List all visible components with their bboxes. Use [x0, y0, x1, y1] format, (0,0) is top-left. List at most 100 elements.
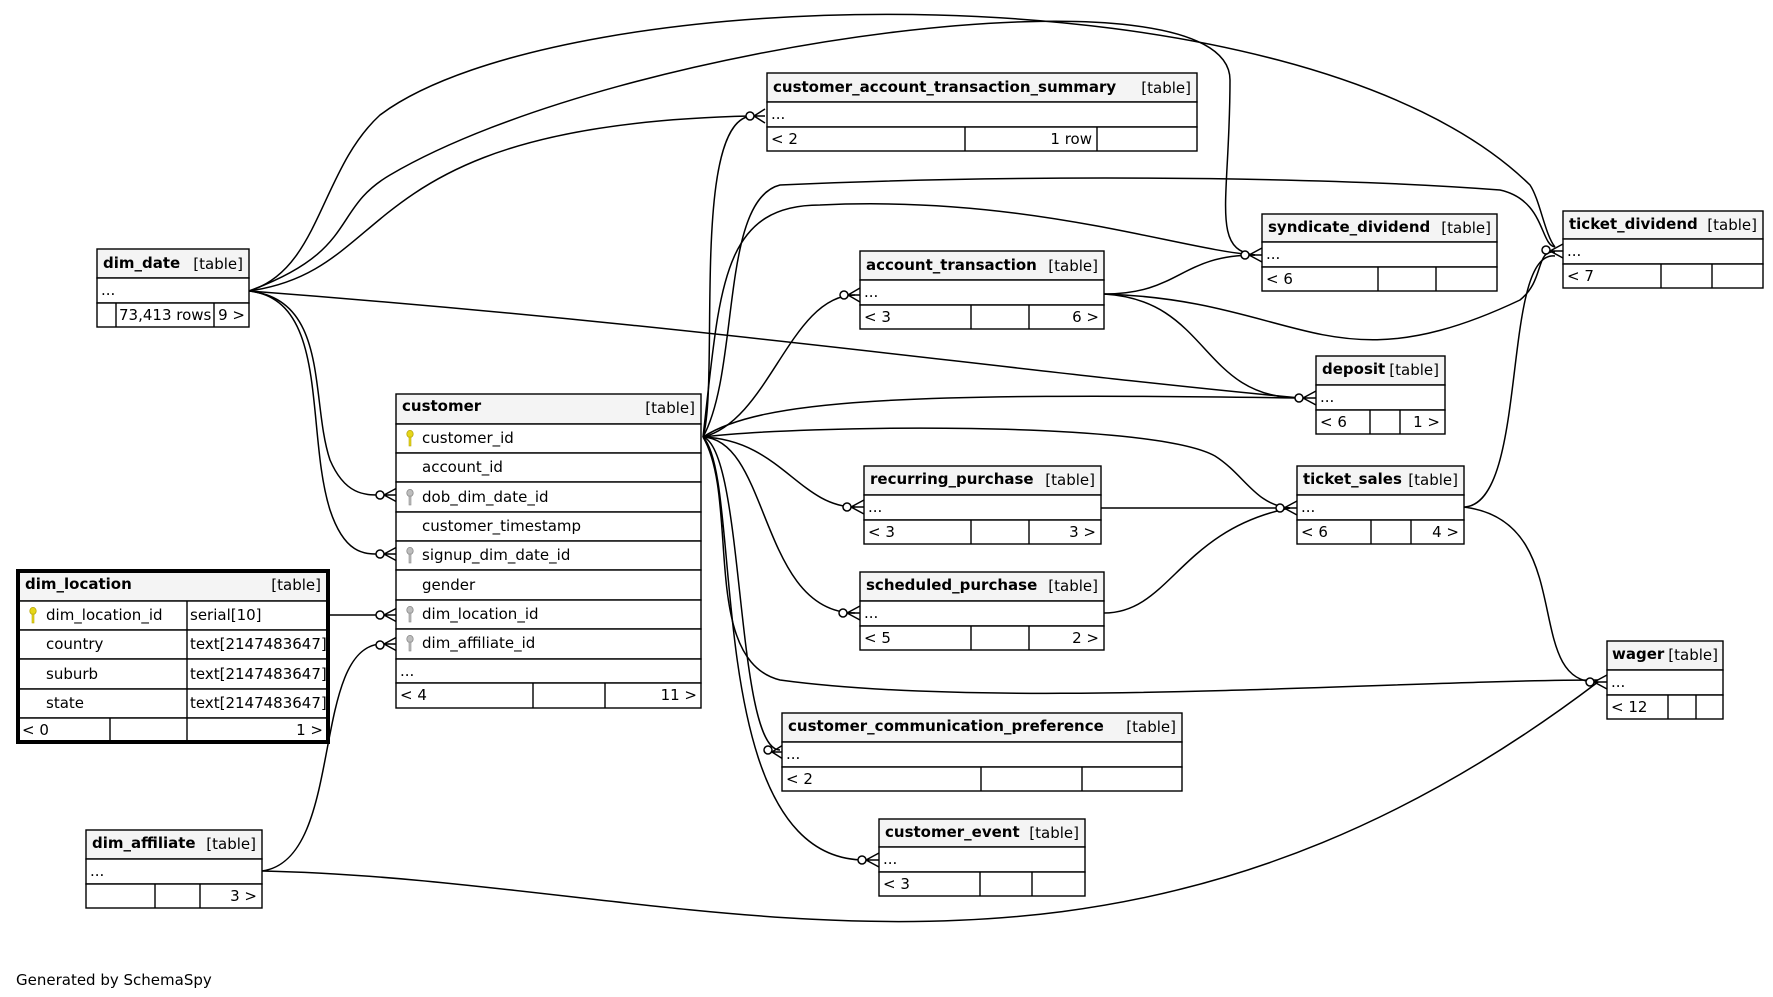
table-wager[interactable]: wager [table] ... < 12 — [1606, 640, 1724, 720]
parents-count: < 2 — [771, 130, 798, 148]
column-name: gender — [422, 576, 476, 594]
marker-customer-location — [375, 607, 398, 623]
children-count: 1 > — [296, 721, 323, 739]
parents-count: < 0 — [22, 721, 49, 739]
table-row — [1315, 384, 1446, 411]
ellipsis-row: ... — [864, 283, 878, 301]
ellipsis-row: ... — [786, 745, 800, 763]
marker-customer-affiliate — [375, 636, 398, 652]
column-name: signup_dim_date_id — [422, 546, 570, 565]
marker-scheduled-purchase — [838, 605, 861, 621]
edge-customer-to-deposit — [702, 395, 1301, 438]
marker-cats — [745, 108, 766, 124]
table-customer[interactable]: customer [table] customer_id account_id … — [395, 393, 702, 709]
edge-dim-date-to-customer-dob — [248, 290, 381, 496]
marker-deposit — [1294, 390, 1317, 406]
table-dim-affiliate[interactable]: dim_affiliate [table] ... 3 > — [85, 829, 263, 909]
edge-dim-affiliate-to-wager — [261, 681, 1599, 923]
table-header — [863, 465, 1102, 496]
column-name: customer_id — [422, 429, 514, 448]
parents-count: < 6 — [1320, 413, 1347, 431]
column-name: dim_affiliate_id — [422, 634, 535, 653]
edge-account-transaction-to-ticket-dividend — [1103, 251, 1556, 341]
parents-count: < 6 — [1301, 523, 1328, 541]
parents-count: < 4 — [400, 686, 427, 704]
table-tag: [table] — [1048, 577, 1098, 595]
table-scheduled-purchase[interactable]: scheduled_purchase [table] ... < 5 2 > — [859, 571, 1105, 651]
table-header — [766, 72, 1198, 103]
row-count: 1 row — [1050, 130, 1092, 148]
column-row-dob-dim-date-id — [395, 481, 702, 513]
table-name: account_transaction — [866, 256, 1037, 274]
ellipsis-row: ... — [1567, 242, 1581, 260]
table-row — [395, 658, 702, 684]
column-row-gender — [395, 569, 702, 601]
table-footer — [781, 766, 1183, 792]
children-count: 1 > — [1413, 413, 1440, 431]
table-footer — [1606, 694, 1724, 720]
ellipsis-row: ... — [101, 281, 115, 299]
children-count: 11 > — [661, 686, 697, 704]
children-count: 4 > — [1432, 523, 1459, 541]
table-customer-event[interactable]: customer_event [table] ... < 3 — [878, 818, 1086, 897]
table-customer-communication-preference[interactable]: customer_communication_preference [table… — [781, 712, 1183, 792]
table-name: syndicate_dividend — [1268, 218, 1430, 236]
table-name: dim_affiliate — [92, 834, 196, 852]
table-name: dim_location — [25, 575, 132, 593]
table-ticket-sales[interactable]: ticket_sales [table] ... < 6 4 > — [1296, 465, 1465, 545]
table-deposit[interactable]: deposit [table] ... < 6 1 > — [1315, 355, 1446, 435]
table-row — [859, 600, 1105, 627]
table-footer — [1296, 519, 1465, 545]
column-type: text[2147483647] — [190, 694, 327, 712]
table-tag: [table] — [1668, 646, 1718, 664]
table-name: scheduled_purchase — [866, 576, 1037, 594]
edge-dim-date-to-ticket-dividend — [248, 13, 1556, 292]
ellipsis-row: ... — [1266, 245, 1280, 263]
column-row-account-id — [395, 452, 702, 483]
table-footer — [863, 519, 1102, 545]
relationship-edges — [248, 13, 1599, 923]
table-footer — [96, 302, 250, 328]
table-dim-location[interactable]: dim_location [table] dim_location_id ser… — [16, 569, 330, 744]
column-name: dob_dim_date_id — [422, 488, 549, 507]
marker-customer-dob — [375, 487, 398, 503]
marker-ticket-dividend — [1541, 243, 1564, 259]
table-tag: [table] — [1707, 216, 1757, 234]
ellipsis-row: ... — [1320, 388, 1334, 406]
edge-ticket-sales-to-ticket-dividend — [1462, 255, 1556, 508]
table-tag: [table] — [645, 399, 695, 417]
table-tag: [table] — [1389, 361, 1439, 379]
generated-by-label: Generated by SchemaSpy — [16, 971, 212, 989]
table-tag: [table] — [206, 835, 256, 853]
table-recurring-purchase[interactable]: recurring_purchase [table] ... < 3 3 > — [863, 465, 1102, 545]
edge-customer-to-ticket-dividend — [702, 177, 1556, 438]
table-tag: [table] — [1441, 219, 1491, 237]
table-row — [781, 741, 1183, 768]
table-header — [1261, 213, 1498, 243]
table-name: deposit — [1322, 360, 1385, 378]
table-dim-date[interactable]: dim_date [table] ... 73,413 rows 9 > — [96, 248, 250, 328]
table-row — [96, 277, 250, 304]
table-header — [17, 570, 329, 602]
parents-count: < 3 — [883, 875, 910, 893]
column-name: account_id — [422, 458, 503, 477]
table-header — [1606, 640, 1724, 671]
parents-count: < 5 — [864, 629, 891, 647]
edge-customer-to-ticket-sales — [702, 427, 1291, 509]
ellipsis-row: ... — [883, 850, 897, 868]
table-footer — [85, 883, 263, 909]
ellipsis-row: ... — [90, 862, 104, 880]
column-row-signup-dim-date-id — [395, 540, 702, 571]
table-syndicate-dividend[interactable]: syndicate_dividend [table] ... < 6 — [1261, 213, 1498, 292]
table-focus-border — [16, 569, 330, 744]
edge-account-transaction-to-syndicate-dividend — [1103, 254, 1256, 295]
table-footer — [1261, 266, 1498, 292]
marker-communication-preference — [763, 744, 784, 760]
table-account-transaction[interactable]: account_transaction [table] ... < 3 6 > — [859, 250, 1105, 330]
table-customer-account-transaction-summary[interactable]: customer_account_transaction_summary [ta… — [766, 72, 1198, 152]
table-name: ticket_dividend — [1569, 215, 1698, 233]
table-header — [395, 393, 702, 425]
ellipsis-row: ... — [771, 105, 785, 123]
table-ticket-dividend[interactable]: ticket_dividend [table] ... < 7 — [1562, 210, 1764, 289]
